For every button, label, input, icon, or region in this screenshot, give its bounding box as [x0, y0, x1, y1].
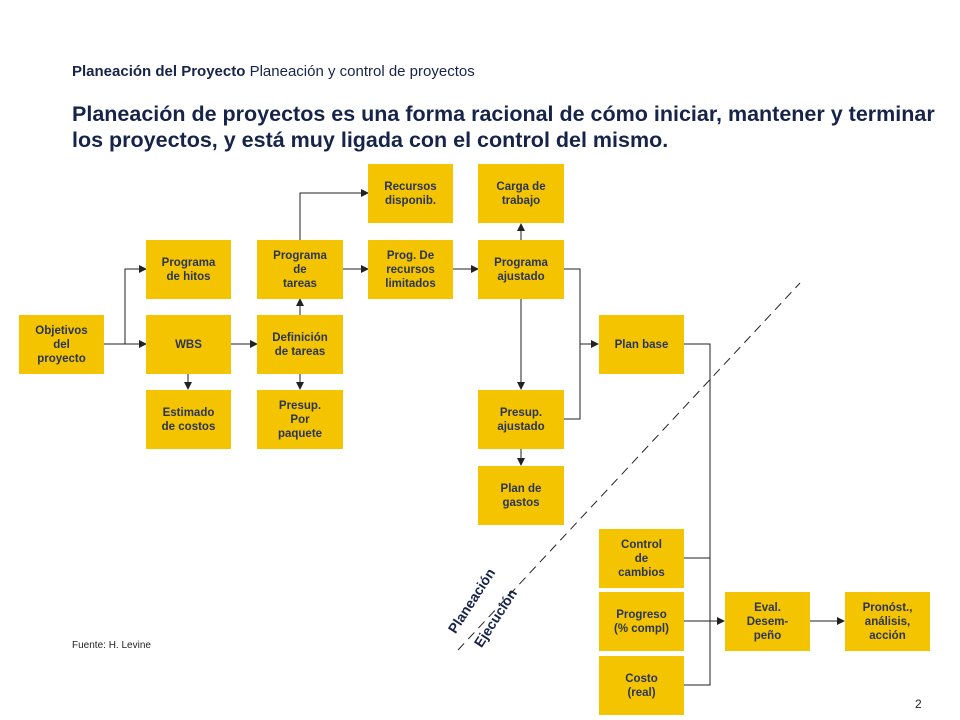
conn-presup-planbase — [564, 344, 581, 420]
box-control-cambios: Control de cambios — [599, 529, 684, 588]
source-note: Fuente: H. Levine — [72, 640, 151, 651]
box-definicion-tareas: Definición de tareas — [257, 315, 343, 374]
box-plan-gastos: Plan de gastos — [478, 466, 564, 525]
planning-execution-divider — [457, 282, 801, 651]
box-objetivos: Objetivos del proyecto — [19, 315, 104, 374]
box-recursos-disponib: Recursos disponib. — [368, 164, 453, 223]
slide-header: Planeación del Proyecto Planeación y con… — [72, 63, 475, 80]
box-progreso: Progreso (% compl) — [599, 592, 684, 651]
box-prog-recursos: Prog. De recursos limitados — [368, 240, 453, 299]
box-plan-base: Plan base — [599, 315, 684, 374]
page-number: 2 — [915, 697, 922, 711]
conn-ajustado-planbase — [564, 268, 599, 348]
headline: Planeación de proyectos es una forma rac… — [72, 102, 935, 152]
box-programa-tareas: Programa de tareas — [257, 240, 343, 299]
conn-objetivos-hitos — [104, 265, 147, 345]
header-subsection: Planeación y control de proyectos — [249, 63, 475, 80]
box-carga-trabajo: Carga de trabajo — [478, 164, 564, 223]
box-estimado-costos: Estimado de costos — [146, 390, 231, 449]
box-programa-ajustado: Programa ajustado — [478, 240, 564, 299]
box-programa-hitos: Programa de hitos — [146, 240, 231, 299]
box-pronost: Pronóst., análisis, acción — [845, 592, 930, 651]
box-wbs: WBS — [146, 315, 231, 374]
conn-tareas-recursos — [299, 189, 369, 240]
header-section: Planeación del Proyecto — [72, 63, 246, 80]
box-presup-paquete: Presup. Por paquete — [257, 390, 343, 449]
box-presup-ajustado: Presup. ajustado — [478, 390, 564, 449]
box-costo-real: Costo (real) — [599, 656, 684, 715]
box-eval-desempeno: Eval. Desem- peño — [725, 592, 810, 651]
conn-planbase-eval — [684, 343, 711, 686]
